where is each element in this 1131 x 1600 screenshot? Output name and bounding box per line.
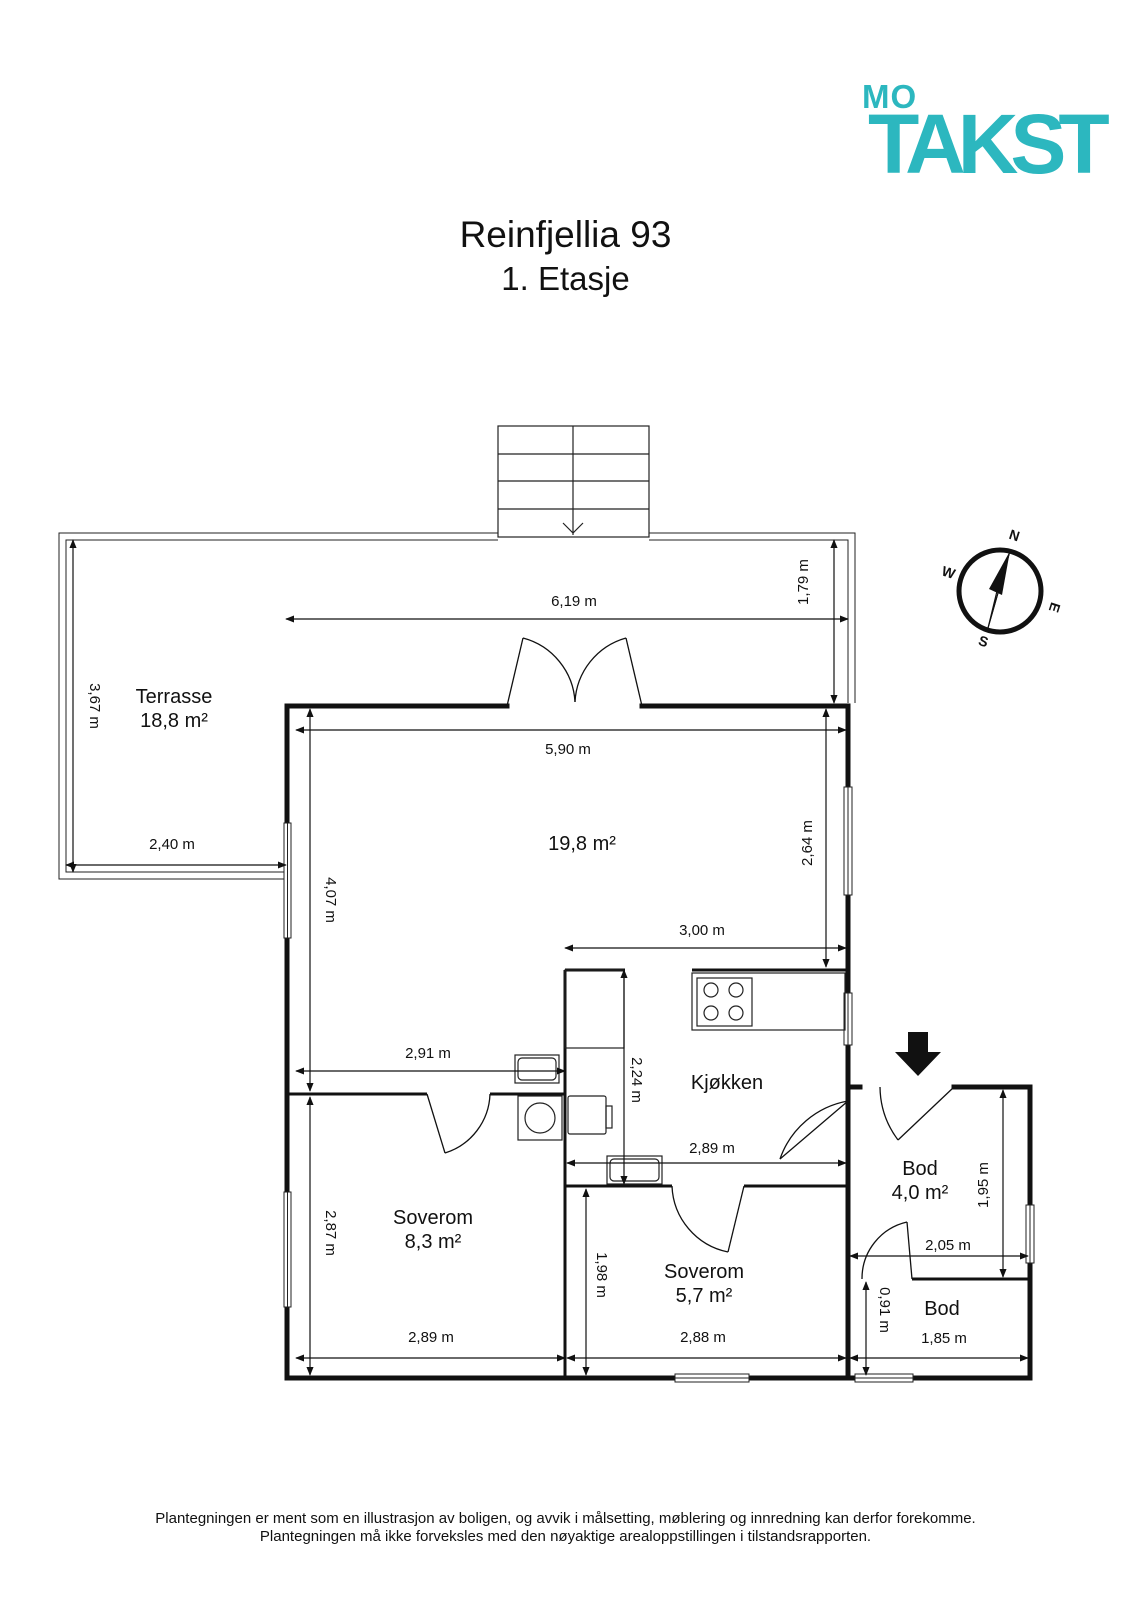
- dim-kitchen-height: 2,24 m: [628, 1057, 645, 1103]
- dim-terrace-width: 6,19 m: [551, 593, 597, 610]
- terrace: [58, 532, 856, 880]
- dim-living-right: 2,64 m: [799, 820, 816, 866]
- dim-terrace-side: 3,67 m: [86, 683, 103, 729]
- disclaimer-line-2: Plantegningen må ikke forveksles med den…: [259, 1528, 872, 1545]
- dim-terrace-depth: 1,79 m: [795, 559, 812, 605]
- room-bod1-area: 4,0 m²: [892, 1182, 949, 1204]
- disclaimer-line-1: Plantegningen er ment som en illustrasjo…: [155, 1510, 976, 1527]
- room-terrasse-name: Terrasse: [136, 686, 213, 708]
- dim-sov2-width: 2,88 m: [680, 1329, 726, 1346]
- dim-bod1-height: 1,95 m: [975, 1162, 992, 1208]
- room-soverom1-area: 8,3 m²: [405, 1231, 462, 1253]
- room-bod1-name: Bod: [902, 1158, 938, 1180]
- stairs: [497, 425, 650, 538]
- company-logo: MO TAKST: [860, 74, 1110, 194]
- compass-west-label: W: [940, 563, 958, 583]
- dimension-lines: [65, 539, 1029, 1376]
- dim-sov1-height: 2,87 m: [322, 1210, 339, 1256]
- room-soverom2-area: 5,7 m²: [676, 1285, 733, 1307]
- entrance-arrow-icon: [895, 1032, 941, 1076]
- doors: [426, 637, 955, 1280]
- dim-terrace-bottom: 2,40 m: [149, 836, 195, 853]
- dim-kitchen-bottom: 2,89 m: [689, 1140, 735, 1157]
- dim-bod2-width: 1,85 m: [921, 1330, 967, 1347]
- room-soverom1-name: Soverom: [393, 1207, 473, 1229]
- logo-prefix: MO: [862, 78, 918, 115]
- dim-kitchen-top: 3,00 m: [679, 922, 725, 939]
- room-kjokken-name: Kjøkken: [691, 1072, 763, 1094]
- dim-living-width: 5,90 m: [545, 741, 591, 758]
- dim-bod1-width: 2,05 m: [925, 1237, 971, 1254]
- dim-living-height: 4,07 m: [322, 877, 339, 923]
- floor-subtitle: 1. Etasje: [501, 260, 630, 297]
- page-title: Reinfjellia 93: [459, 214, 672, 255]
- compass-east-label: E: [1046, 601, 1064, 615]
- disclaimer: Plantegningen er ment som en illustrasjo…: [0, 1510, 1131, 1546]
- dim-living-bottom: 2,91 m: [405, 1045, 451, 1062]
- windows: [283, 786, 1035, 1383]
- dim-bod2-height: 0,91 m: [876, 1287, 893, 1333]
- room-terrasse-area: 18,8 m²: [140, 710, 208, 732]
- room-soverom2-name: Soverom: [664, 1261, 744, 1283]
- dim-sov2-height: 1,98 m: [593, 1252, 610, 1298]
- room-stue-area: 19,8 m²: [548, 833, 616, 855]
- compass-icon: [956, 547, 1044, 635]
- room-bod2-name: Bod: [924, 1298, 960, 1320]
- compass-south-label: S: [977, 632, 991, 650]
- compass-north-label: N: [1007, 526, 1022, 544]
- dim-sov1-width: 2,89 m: [408, 1329, 454, 1346]
- logo-name: TAKST: [868, 97, 1110, 191]
